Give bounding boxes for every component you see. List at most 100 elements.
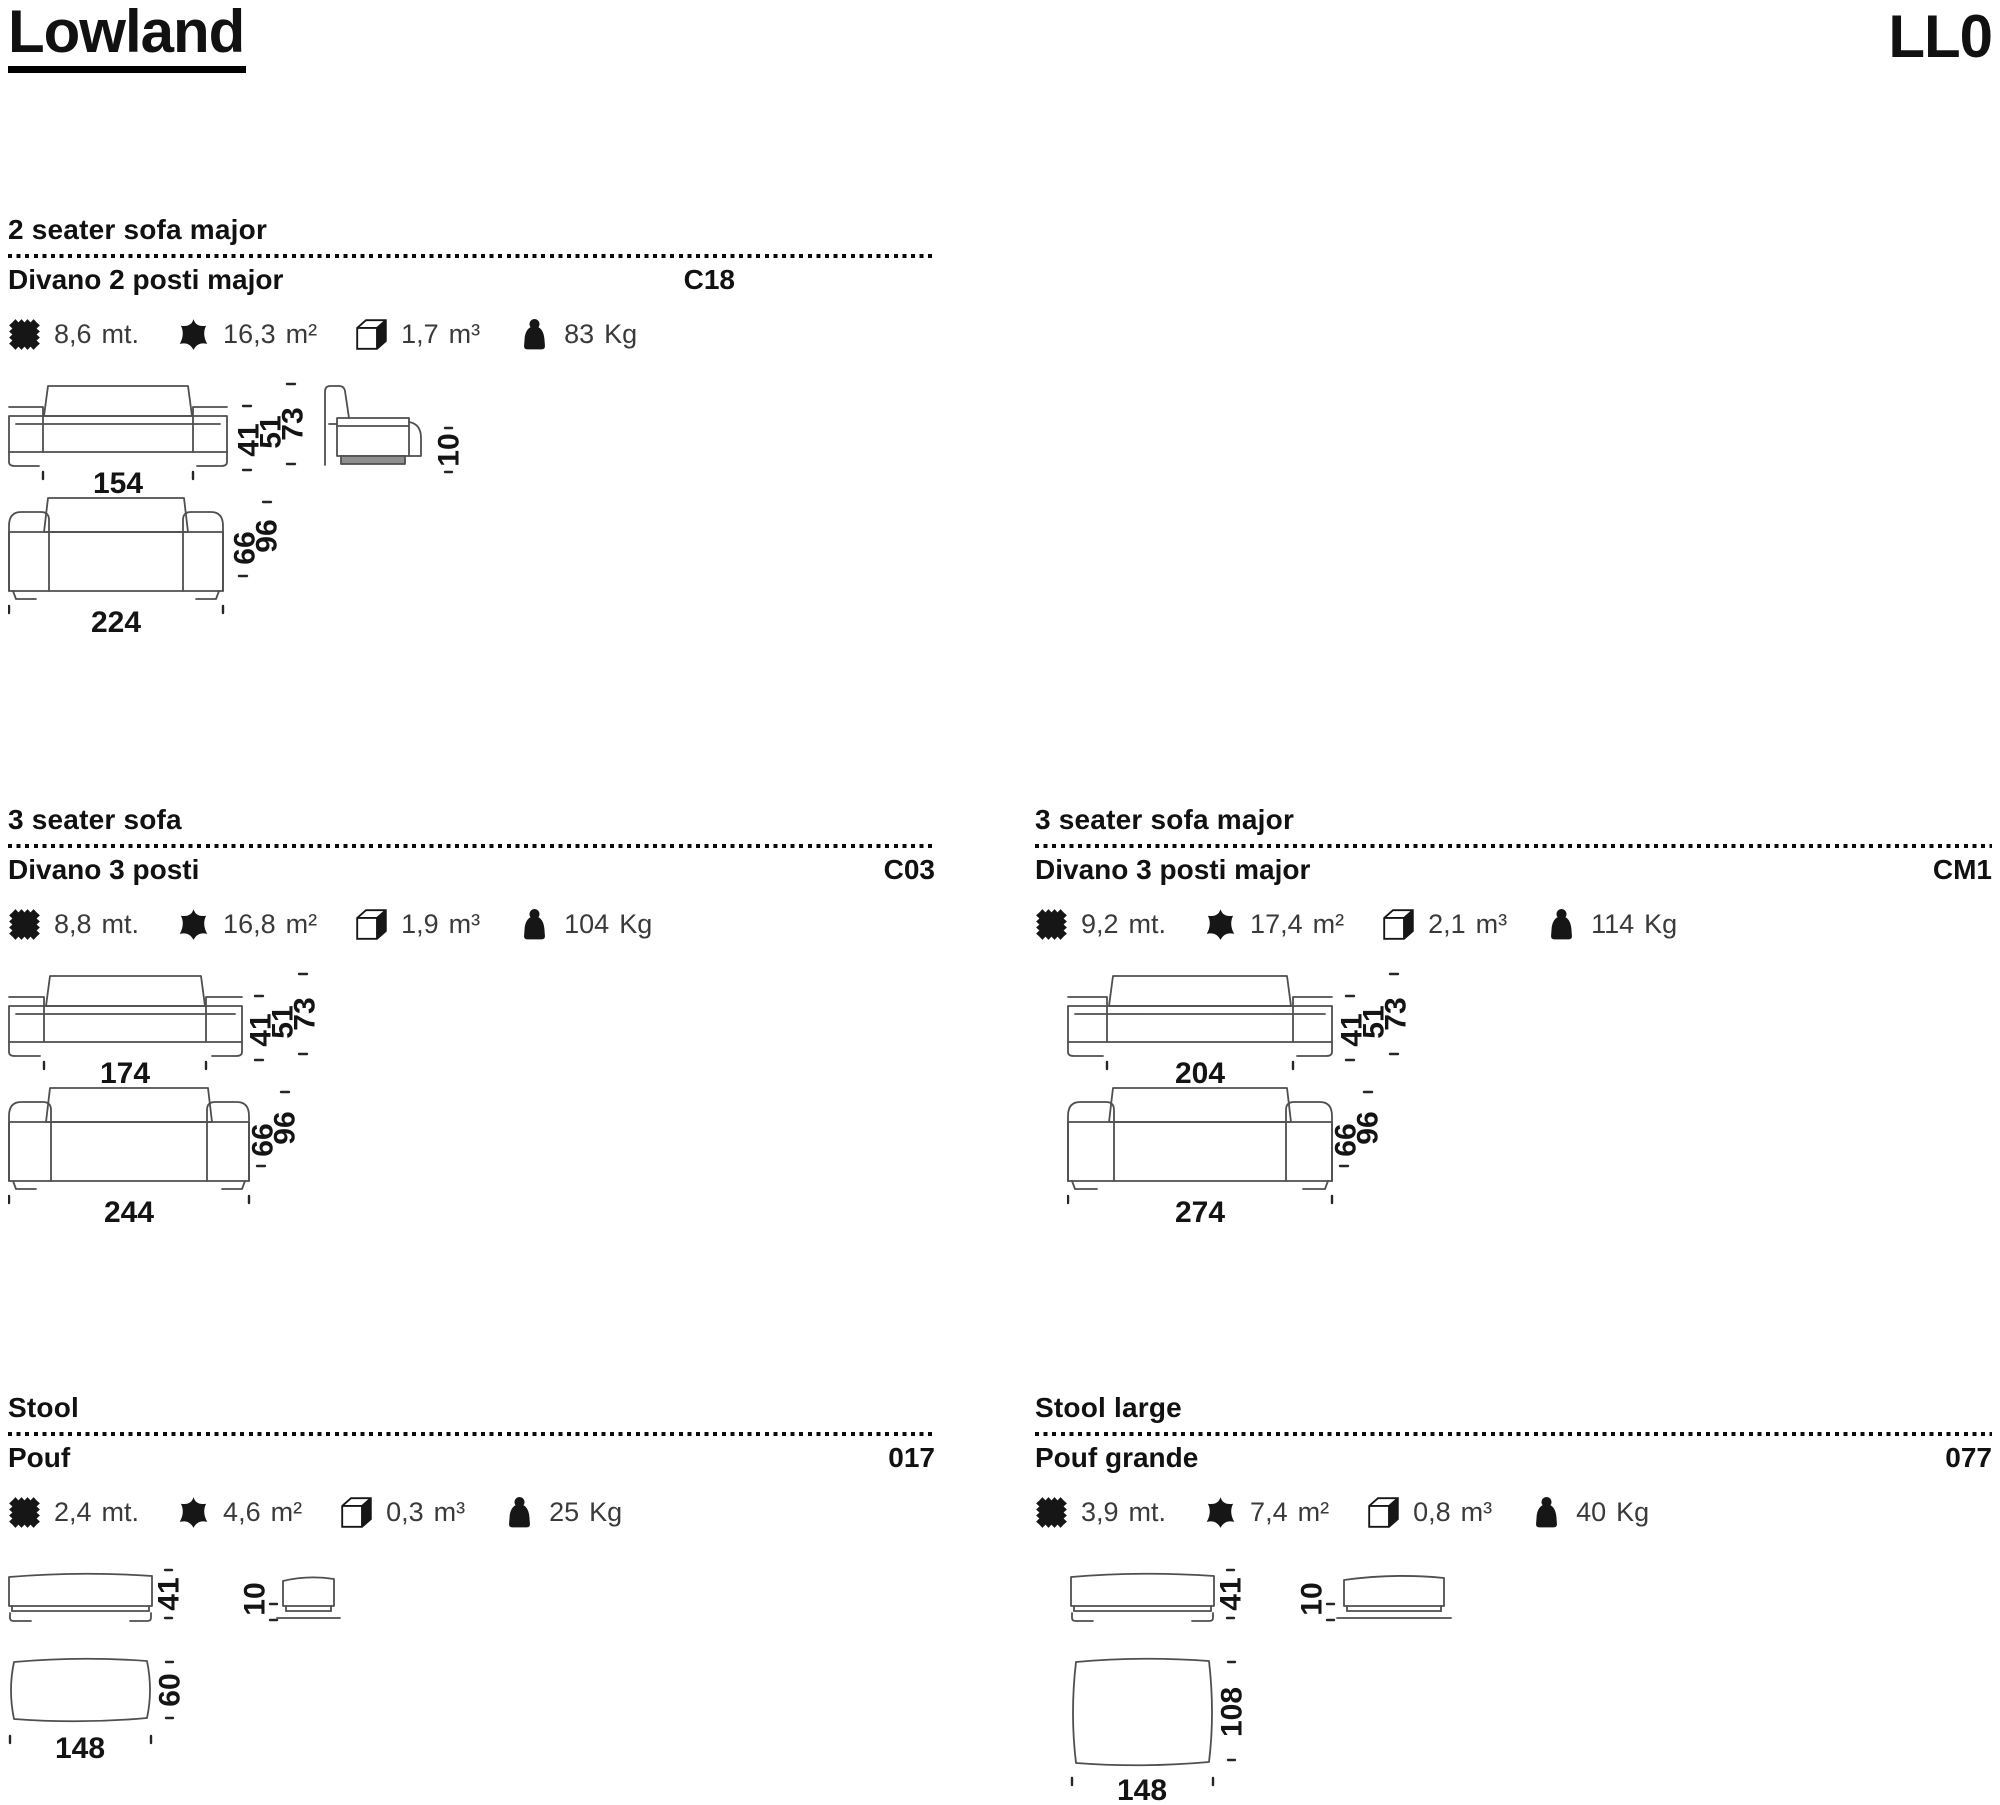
product-title-row: Pouf 017	[8, 1442, 935, 1478]
dim-plinth-height: 10	[239, 1582, 272, 1615]
dotted-divider	[8, 1432, 935, 1436]
spec-leather-value: 4,6	[223, 1496, 261, 1527]
dim-height-2: 51	[267, 1005, 300, 1038]
spec-volume-unit: m³	[433, 1496, 466, 1527]
spec-leather: 17,4 m²	[1204, 908, 1344, 941]
plan-view-drawing: 204	[1067, 975, 1333, 1090]
spec-volume-unit: m³	[1475, 908, 1508, 939]
front-view-drawing: 41	[8, 1568, 186, 1622]
dim-plinth-height: 10	[433, 433, 466, 466]
product-title-row: Divano 2 posti major C18	[8, 264, 935, 300]
front-view-drawing: 244 66 96	[8, 1087, 302, 1229]
product-section-cm1: 3 seater sofa major Divano 3 posti major…	[1035, 798, 1992, 1268]
side-view-drawing: 10	[239, 1576, 341, 1622]
dim-height-3: 73	[1380, 997, 1413, 1030]
product-code: C18	[683, 264, 735, 295]
spec-weight-value: 114	[1591, 908, 1635, 939]
fabric-swatch-icon	[9, 908, 40, 940]
spec-weight-value: 104	[564, 908, 610, 939]
product-title-en: 3 seater sofa	[8, 804, 182, 835]
spec-weight: 83 Kg	[518, 318, 637, 351]
spec-row: 8,8 mt. 16,8 m² 1,9 m³ 104 Kg	[8, 904, 690, 944]
volume-cube-icon	[356, 318, 387, 350]
weight-icon	[1551, 908, 1573, 939]
dim-plan-width: 148	[55, 1732, 105, 1765]
product-title-it: Divano 2 posti major	[8, 264, 284, 295]
dim-plinth-height: 10	[1296, 1582, 1329, 1615]
spec-fabric-value: 8,6	[54, 318, 92, 349]
product-title-it: Pouf grande	[1035, 1442, 1199, 1473]
technical-drawing: 174 41 51 73 244 66 96	[8, 972, 322, 1229]
technical-drawing: 204 41 51 73 274 66 96	[1067, 972, 1413, 1229]
spec-fabric-unit: mt.	[1128, 1496, 1167, 1527]
spec-volume-unit: m³	[1460, 1496, 1493, 1527]
dim-height-2: 51	[1358, 1005, 1391, 1038]
front-view-drawing: 224 66 96	[8, 497, 284, 639]
weight-icon	[524, 318, 546, 349]
dim-front-height-2: 96	[1352, 1111, 1385, 1144]
front-view-drawing: 274 66 96	[1067, 1087, 1385, 1229]
product-title-en: 2 seater sofa major	[8, 214, 268, 245]
spec-leather-unit: m²	[270, 1496, 303, 1527]
volume-cube-icon	[356, 908, 387, 940]
spec-volume: 1,9 m³	[355, 908, 480, 941]
front-view-drawing: 41	[1070, 1568, 1248, 1622]
spec-leather-unit: m²	[285, 318, 318, 349]
dim-front-height-2: 96	[269, 1111, 302, 1144]
product-title-it: Divano 3 posti	[8, 854, 200, 885]
product-code: C03	[883, 854, 935, 885]
page-code: LL0	[1888, 3, 1993, 70]
product-section-c03: 3 seater sofa Divano 3 posti C03 8,8 mt.…	[8, 798, 935, 1268]
spec-leather-value: 16,8	[223, 908, 276, 939]
product-title-en: Stool large	[1035, 1392, 1182, 1423]
spec-leather: 16,8 m²	[177, 908, 317, 941]
spec-volume-value: 0,8	[1413, 1496, 1451, 1527]
spec-row: 8,6 mt. 16,3 m² 1,7 m³ 83 Kg	[8, 314, 675, 354]
plan-height-dimensions: 41 51 73	[245, 972, 322, 1062]
dotted-divider	[8, 844, 935, 848]
volume-cube-icon	[341, 1496, 372, 1528]
spec-fabric: 8,6 mt.	[8, 318, 139, 351]
dim-front-height-1: 66	[229, 531, 262, 564]
leather-hide-icon	[179, 908, 208, 940]
fabric-swatch-icon	[1036, 908, 1067, 940]
dotted-divider	[1035, 844, 1992, 848]
spec-row: 9,2 mt. 17,4 m² 2,1 m³ 114 Kg	[1035, 904, 1715, 944]
spec-fabric-unit: mt.	[1128, 908, 1167, 939]
spec-volume-unit: m³	[448, 908, 481, 939]
dotted-divider	[1035, 1432, 1992, 1436]
fabric-swatch-icon	[1036, 1496, 1067, 1528]
spec-volume: 0,8 m³	[1367, 1496, 1492, 1529]
fabric-swatch-icon	[9, 1496, 40, 1528]
technical-drawing: 41 10 108 148	[1070, 1568, 1452, 1805]
dim-plan-width: 204	[1175, 1057, 1225, 1090]
spec-leather: 16,3 m²	[177, 318, 317, 351]
dim-front-width: 224	[91, 606, 141, 639]
dim-front-width: 244	[104, 1196, 154, 1229]
spec-weight-unit: Kg	[1616, 1496, 1650, 1527]
plan-height-dimensions: 41 51 73	[233, 382, 310, 472]
dim-height-3: 73	[289, 997, 322, 1030]
spec-row: 3,9 mt. 7,4 m² 0,8 m³ 40 Kg	[1035, 1492, 1687, 1532]
side-view-drawing: 10	[1296, 1575, 1452, 1622]
spec-fabric: 8,8 mt.	[8, 908, 139, 941]
weight-icon	[524, 908, 546, 939]
spec-weight-unit: Kg	[1644, 908, 1678, 939]
technical-drawing: 41 10 60 148	[8, 1568, 341, 1765]
fabric-swatch-icon	[9, 318, 40, 350]
weight-icon	[1536, 1496, 1558, 1527]
product-title-row: Divano 3 posti C03	[8, 854, 935, 890]
dim-height: 41	[1215, 1577, 1248, 1610]
product-section-017: Stool Pouf 017 2,4 mt. 4,6 m² 0,3 m³	[8, 1386, 935, 1805]
volume-cube-icon	[1383, 908, 1414, 940]
plan-view-drawing: 154	[8, 385, 228, 500]
product-section-c18: 2 seater sofa major Divano 2 posti major…	[8, 208, 935, 668]
plan-view-drawing: 108 148	[1070, 1657, 1249, 1805]
product-title-en: 3 seater sofa major	[1035, 804, 1295, 835]
product-code: 077	[1945, 1442, 1992, 1473]
plan-height-dimensions: 41 51 73	[1336, 972, 1413, 1062]
spec-fabric: 3,9 mt.	[1035, 1496, 1166, 1529]
spec-leather: 7,4 m²	[1204, 1496, 1329, 1529]
dim-front-height-1: 66	[1330, 1123, 1363, 1156]
